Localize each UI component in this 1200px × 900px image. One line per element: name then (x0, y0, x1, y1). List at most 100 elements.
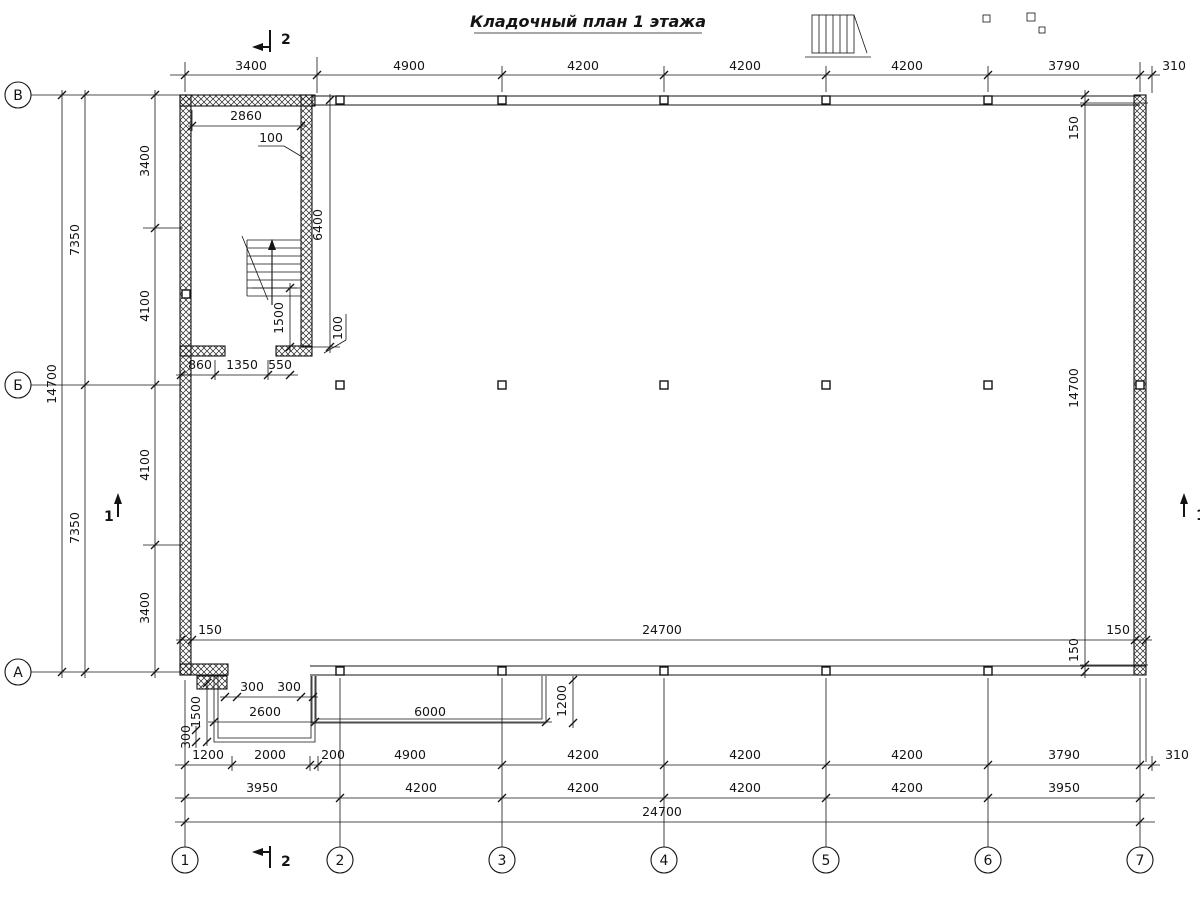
dim-label: 310 (1165, 747, 1189, 762)
section-arrow-icon (1180, 493, 1188, 504)
dim-label: 3950 (1048, 780, 1080, 795)
dim-label: 300 (178, 725, 193, 749)
top-dimension-row: 3400 4900 4200 4200 4200 3790 310 (170, 57, 1186, 93)
inner-bottom-dimension-row: 150 24700 150 (176, 622, 1152, 645)
dim-label: 300 (277, 679, 301, 694)
dim-label: 4200 (567, 747, 599, 762)
dim-label: 4900 (393, 58, 425, 73)
drawing-title: Кладочный план 1 этажа (470, 12, 706, 34)
dim-label: 3400 (235, 58, 267, 73)
stair-room-dimensions: 2860 100 6400 1500 100 860 1350 550 (176, 94, 347, 380)
dim-label: 4200 (567, 58, 599, 73)
section-arrow-icon (114, 493, 122, 504)
axis-circle-row-v (4, 81, 32, 109)
dim-label: 4100 (137, 449, 152, 481)
dim-label: 150 (1106, 622, 1130, 637)
dim-label: 3400 (137, 592, 152, 624)
column-markers (181, 95, 1145, 676)
dim-label: 100 (330, 316, 345, 340)
legend-mark (1038, 26, 1046, 34)
axis-circle-5 (812, 846, 840, 874)
porch-small-outline (213, 676, 316, 743)
dim-label: 4200 (729, 58, 761, 73)
bottom-dimension-row-1: 1200 2000 200 4900 4200 4200 4200 3790 3… (175, 747, 1189, 771)
dim-label: 4200 (891, 747, 923, 762)
axis-label-col: 1 (181, 853, 190, 869)
dim-label: 4900 (394, 747, 426, 762)
dim-label: 6000 (414, 704, 446, 719)
dim-label: 14700 (44, 364, 59, 404)
axis-circle-2 (326, 846, 354, 874)
stair-detail-symbol (805, 12, 1046, 58)
axis-label-row: А (13, 665, 23, 681)
dim-label: 2860 (230, 108, 262, 123)
wall-top-left (179, 94, 316, 107)
dim-label: 4200 (891, 58, 923, 73)
dim-label: 24700 (642, 622, 682, 637)
dim-label: 150 (198, 622, 222, 637)
dim-label: 1500 (271, 302, 286, 334)
dim-label: 150 (1066, 638, 1081, 662)
axis-circle-3 (488, 846, 516, 874)
dim-label: 24700 (642, 804, 682, 819)
wall-stub-860 (179, 345, 226, 357)
dim-label: 200 (321, 747, 345, 762)
dim-label: 7350 (67, 512, 82, 544)
dim-label: 300 (240, 679, 264, 694)
wall-bottom-left (179, 663, 229, 676)
axis-circle-4 (650, 846, 678, 874)
dim-label: 860 (188, 357, 212, 372)
axis-label-col: 2 (336, 853, 345, 869)
axis-label-col: 7 (1136, 853, 1145, 869)
wall-stub-550 (275, 345, 313, 357)
bottom-dimension-row-3: 24700 (175, 804, 1155, 827)
stair-up-arrow-icon (268, 239, 276, 250)
section-arrow-icon (252, 43, 263, 51)
dim-label: 4100 (137, 290, 152, 322)
porch-large-inner (315, 676, 543, 720)
legend-mark (982, 14, 991, 23)
legend-mark (1026, 12, 1036, 22)
porch-small-inner (217, 676, 312, 739)
dim-label: 4200 (891, 780, 923, 795)
dim-label: 1500 (188, 696, 203, 728)
dim-label: 310 (1162, 58, 1186, 73)
dim-label: 4200 (405, 780, 437, 795)
dim-label: 4200 (729, 747, 761, 762)
dim-label: 6400 (310, 209, 325, 241)
dim-label: 3790 (1048, 58, 1080, 73)
porch-dimensions: 300 300 2600 6000 1200 1500 300 (178, 675, 578, 749)
wall-left (179, 94, 192, 676)
entry-step (196, 675, 228, 690)
dim-label: 1350 (226, 357, 258, 372)
section-mark-label: 1 (104, 509, 114, 525)
dim-label: 3790 (1048, 747, 1080, 762)
left-dimension-columns: 14700 7350 7350 3400 4100 4100 3400 (44, 90, 183, 678)
walls (179, 94, 1147, 690)
section-mark-label: 2 (281, 32, 291, 48)
axis-circle-7 (1126, 846, 1154, 874)
porch-large-outline (311, 676, 547, 724)
axis-label-col: 4 (660, 853, 669, 869)
axis-circle-6 (974, 846, 1002, 874)
dim-label: 7350 (67, 224, 82, 256)
dim-label: 3400 (137, 145, 152, 177)
staircase (241, 235, 301, 305)
axis-circle-row-b (4, 371, 32, 399)
bottom-dimension-row-2: 3950 4200 4200 4200 4200 3950 (175, 780, 1155, 803)
row-axes: В Б А (4, 81, 181, 686)
axis-label-row: Б (13, 378, 23, 394)
stair-break-line (241, 235, 269, 301)
section-mark-label: 1 (1196, 508, 1200, 524)
right-dimension-column: 150 14700 150 (1066, 90, 1148, 678)
dim-label: 2000 (254, 747, 286, 762)
axis-circle-1 (171, 846, 199, 874)
dim-label: 14700 (1066, 368, 1081, 408)
axis-circle-row-a (4, 658, 32, 686)
dim-label: 150 (1066, 116, 1081, 140)
dim-label: 4200 (729, 780, 761, 795)
section-arrow-icon (252, 848, 263, 856)
axis-label-row: В (13, 88, 23, 104)
